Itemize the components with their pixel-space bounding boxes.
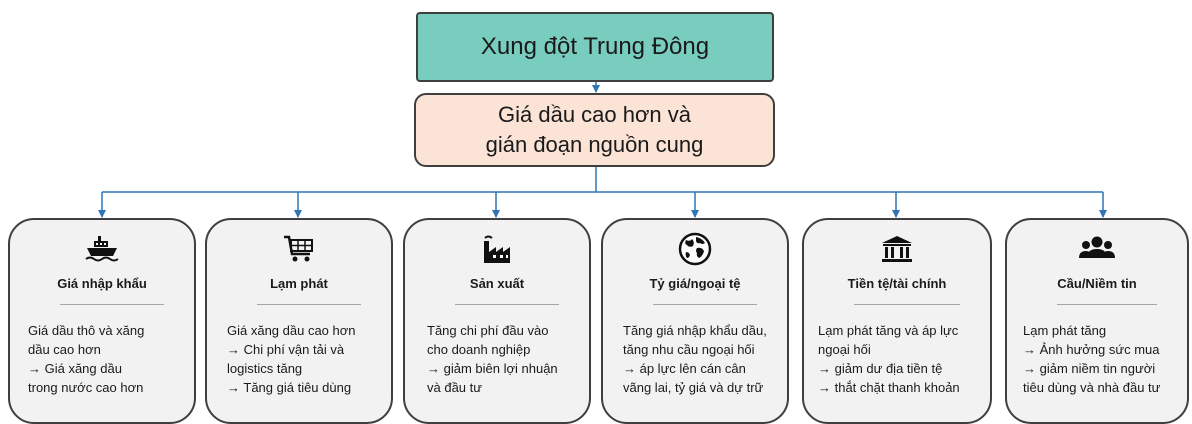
card-body: Lạm phát tăng và áp lực ngoại hối → giảm…	[818, 321, 984, 397]
card-line: tăng nhu cầu ngoại hối	[623, 342, 755, 357]
card-body: Giá dầu thô và xăng dầu cao hơn → Giá xă…	[28, 321, 188, 397]
card-line: → thắt chặt thanh khoản	[818, 380, 960, 395]
card-line: → giảm biên lợi nhuận	[427, 361, 558, 376]
factory-icon	[405, 234, 589, 266]
card-title: Sản xuất	[469, 276, 525, 291]
card-import-prices: Giá nhập khẩu Giá dầu thô và xăng dầu ca…	[8, 218, 196, 424]
bank-icon	[804, 234, 990, 264]
card-body: Giá xăng dầu cao hơn → Chi phí vận tải v…	[227, 321, 385, 397]
card-line: Giá dầu thô và xăng	[28, 323, 145, 338]
card-line: → áp lực lên cán cân	[623, 361, 746, 376]
card-line: Tăng chi phí đầu vào	[427, 323, 549, 338]
card-line: Giá xăng dầu cao hơn	[227, 323, 356, 338]
card-line: → Giá xăng dầu	[28, 361, 122, 376]
card-line: Tăng giá nhập khẩu dầu,	[623, 323, 767, 338]
middle-node-line-2: gián đoạn nguồn cung	[485, 132, 704, 157]
card-divider	[653, 304, 757, 305]
card-body: Tăng giá nhập khẩu dầu, tăng nhu cầu ngo…	[623, 321, 781, 397]
card-body: Tăng chi phí đầu vào cho doanh nghiệp → …	[427, 321, 583, 397]
middle-node-line-1: Giá dầu cao hơn và	[498, 102, 691, 127]
card-divider	[60, 304, 164, 305]
card-divider	[455, 304, 559, 305]
card-divider	[257, 304, 361, 305]
card-title: Giá nhập khẩu	[57, 276, 147, 291]
card-title: Tỷ giá/ngoại tệ	[649, 276, 741, 291]
card-divider	[854, 304, 960, 305]
middle-node: Giá dầu cao hơn và gián đoạn nguồn cung	[414, 93, 775, 167]
card-line: trong nước cao hơn	[28, 380, 144, 395]
card-line: vãng lai, tỷ giá và dự trữ	[623, 380, 764, 395]
card-exchange-rate: Tỷ giá/ngoại tệ Tăng giá nhập khẩu dầu, …	[601, 218, 789, 424]
ship-icon	[10, 234, 194, 264]
consumers-icon	[1007, 234, 1187, 262]
card-line: → giảm niềm tin người	[1023, 361, 1156, 376]
card-divider	[1057, 304, 1157, 305]
card-line: Lạm phát tăng	[1023, 323, 1107, 338]
root-node: Xung đột Trung Đông	[416, 12, 774, 82]
card-line: logistics tăng	[227, 361, 303, 376]
card-line: → Chi phí vận tải và	[227, 342, 345, 357]
card-body: Lạm phát tăng → Ảnh hưởng sức mua → giảm…	[1023, 321, 1181, 397]
card-line: → Ảnh hưởng sức mua	[1023, 342, 1160, 357]
card-line: → Tăng giá tiêu dùng	[227, 380, 352, 395]
card-line: ngoại hối	[818, 342, 871, 357]
card-production: Sản xuất Tăng chi phí đầu vào cho doanh …	[403, 218, 591, 424]
globe-icon	[603, 232, 787, 266]
card-inflation: Lạm phát Giá xăng dầu cao hơn → Chi phí …	[205, 218, 393, 424]
card-line: Lạm phát tăng và áp lực	[818, 323, 959, 338]
card-demand-confidence: Cầu/Niềm tin Lạm phát tăng → Ảnh hưởng s…	[1005, 218, 1189, 424]
card-line: tiêu dùng và nhà đầu tư	[1023, 380, 1161, 395]
shopping-cart-icon	[207, 234, 391, 264]
card-title: Tiền tệ/tài chính	[847, 276, 947, 291]
card-title: Cầu/Niềm tin	[1057, 276, 1137, 291]
card-line: dầu cao hơn	[28, 342, 101, 357]
card-monetary-finance: Tiền tệ/tài chính Lạm phát tăng và áp lự…	[802, 218, 992, 424]
card-line: và đầu tư	[427, 380, 482, 395]
card-line: → giảm dư địa tiền tệ	[818, 361, 943, 376]
root-node-label: Xung đột Trung Đông	[480, 33, 710, 60]
card-title: Lạm phát	[270, 276, 328, 291]
card-line: cho doanh nghiệp	[427, 342, 531, 357]
